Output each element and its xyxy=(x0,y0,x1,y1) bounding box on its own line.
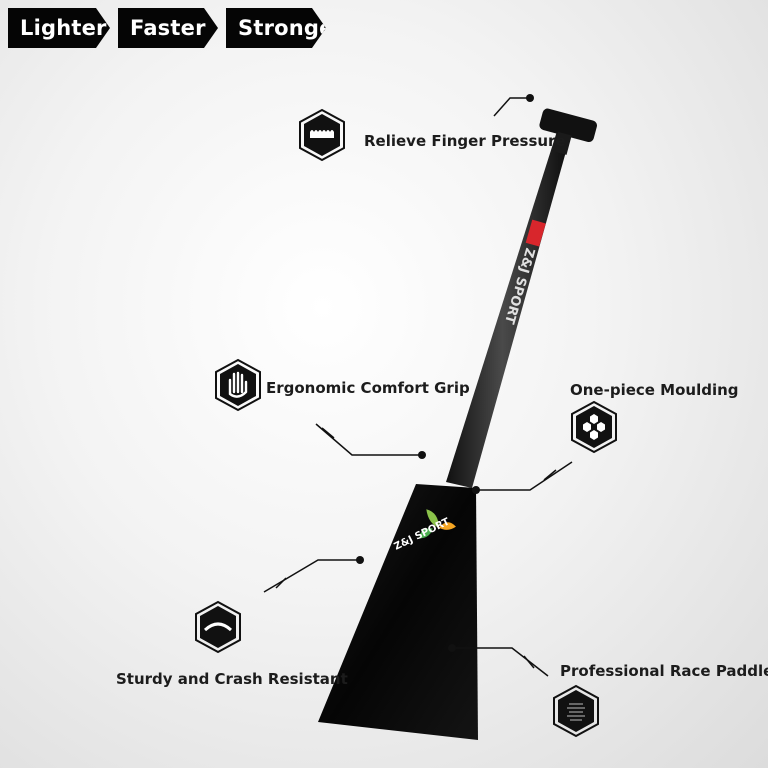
certificate-plate-icon xyxy=(553,684,599,738)
callout-line-grip xyxy=(315,423,422,456)
tag-faster: Faster xyxy=(118,8,218,48)
paddle-shaft xyxy=(446,128,572,488)
feature-label-sturdy: Sturdy and Crash Resistant xyxy=(116,670,348,688)
callout-line-finger xyxy=(493,97,530,117)
arc-shield-icon xyxy=(195,600,241,654)
feature-label-grip: Ergonomic Comfort Grip xyxy=(266,379,470,397)
callout-line-sturdy xyxy=(263,559,360,593)
paddle-t-grip xyxy=(539,108,597,155)
honeycomb-icon xyxy=(571,400,617,454)
feature-label-finger: Relieve Finger Pressure xyxy=(364,132,566,150)
callout-line-race xyxy=(452,647,549,677)
finger-grip-icon xyxy=(299,108,345,162)
paddle-blade xyxy=(318,484,478,740)
blade-logo xyxy=(419,509,456,539)
feature-label-moulding: One-piece Moulding xyxy=(570,381,739,399)
tag-lighter: Lighter xyxy=(8,8,110,48)
feature-label-race: Professional Race Paddles xyxy=(560,662,768,680)
callout-line-moulding xyxy=(476,461,573,491)
hand-icon xyxy=(215,358,261,412)
